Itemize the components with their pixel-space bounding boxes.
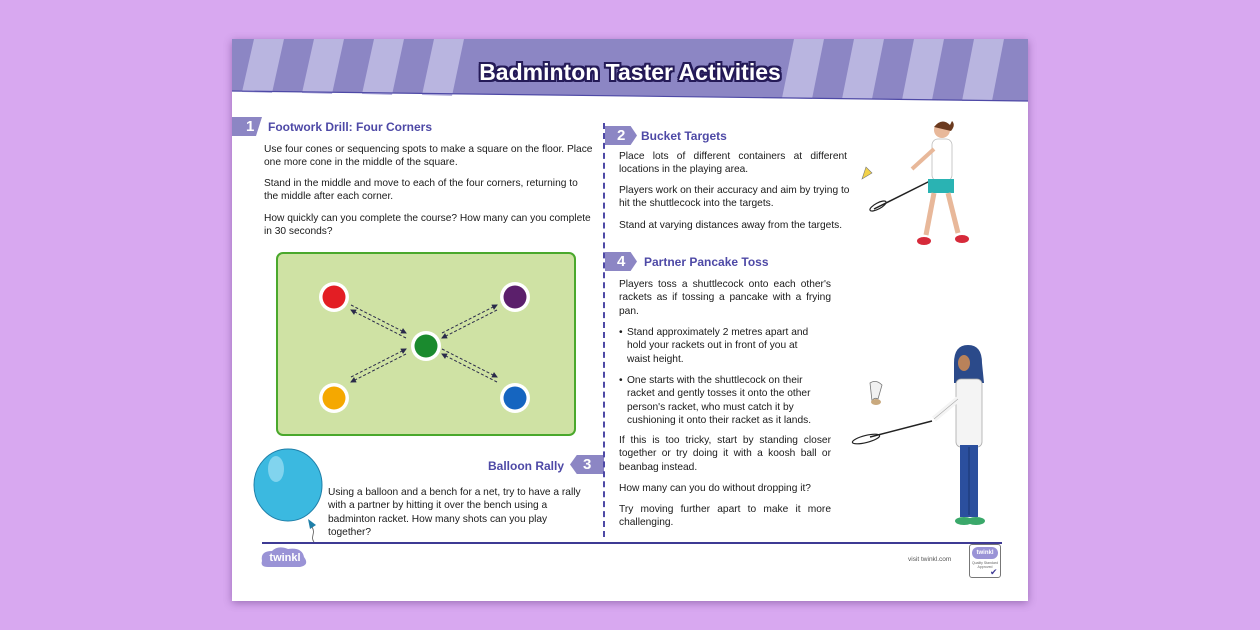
balloon-illustration (253, 448, 323, 543)
cone-top-right (503, 285, 527, 309)
section-title-2: Bucket Targets (641, 129, 727, 143)
s1-paragraph-1: Use four cones or sequencing spots to ma… (264, 144, 593, 169)
s3-paragraph-1: Using a balloon and a bench for a net, t… (328, 487, 581, 538)
s4-paragraph-4: Try moving further apart to make it more… (619, 504, 831, 529)
s1-paragraph-2: Stand in the middle and move to each of … (264, 178, 578, 203)
s4-paragraph-3: How many can you do without dropping it? (619, 483, 811, 494)
s2-paragraph-1: Place lots of different containers at di… (619, 151, 847, 176)
page-title: Badminton Taster Activities (479, 59, 781, 85)
footer-logo-text: twinkl (269, 552, 301, 564)
section-number-1: 1 (232, 117, 262, 136)
cone-top-left (322, 285, 346, 309)
s4-bullet-1-text: Stand approximately 2 metres apart and h… (627, 327, 809, 365)
badge-text: Quality Standard Approved (971, 561, 999, 569)
section-title-1: Footwork Drill: Four Corners (268, 120, 433, 134)
cone-bottom-right (503, 386, 527, 410)
s4-paragraph-1: Players toss a shuttlecock onto each oth… (619, 279, 831, 317)
s1-paragraph-3: How quickly can you complete the course?… (264, 213, 591, 238)
player-with-racket-illustration (851, 345, 985, 525)
bullet-dot: • (619, 327, 623, 338)
s2-paragraph-2: Players work on their accuracy and aim b… (619, 185, 850, 210)
cone-bottom-left (322, 386, 346, 410)
footer-rule (262, 542, 1002, 544)
worksheet: Badminton Taster Activities 1 Footwork D… (232, 39, 1028, 601)
column-divider (603, 123, 605, 537)
s4-bullet-1: • Stand approximately 2 metres apart and… (619, 326, 819, 366)
cone-centre (414, 334, 438, 358)
section-title-3: Balloon Rally (488, 459, 565, 473)
s4-paragraph-2: If this is too tricky, start by standing… (619, 435, 831, 473)
quality-badge: twinkl Quality Standard Approved ✔ (969, 544, 1001, 578)
section-number-4: 4 (605, 252, 637, 271)
badge-logo: twinkl (972, 547, 998, 559)
twinkl-logo (261, 547, 307, 567)
check-icon: ✔ (990, 567, 998, 577)
header-banner: Badminton Taster Activities (232, 39, 1028, 105)
section-number-2: 2 (605, 126, 637, 145)
s4-bullet-2: • One starts with the shuttlecock on the… (619, 374, 819, 427)
bullet-dot: • (619, 375, 623, 386)
four-corners-diagram (276, 252, 576, 436)
visit-link[interactable]: visit twinkl.com (908, 556, 952, 563)
s4-bullet-2-text: One starts with the shuttlecock on their… (627, 375, 812, 426)
banner-stripes (232, 39, 1028, 102)
section-title-4: Partner Pancake Toss (644, 255, 769, 269)
player-hitting-illustration (861, 121, 969, 245)
section-number-3: 3 (570, 455, 604, 474)
cones-and-arrows (319, 282, 530, 413)
s2-paragraph-3: Stand at varying distances away from the… (619, 220, 843, 231)
